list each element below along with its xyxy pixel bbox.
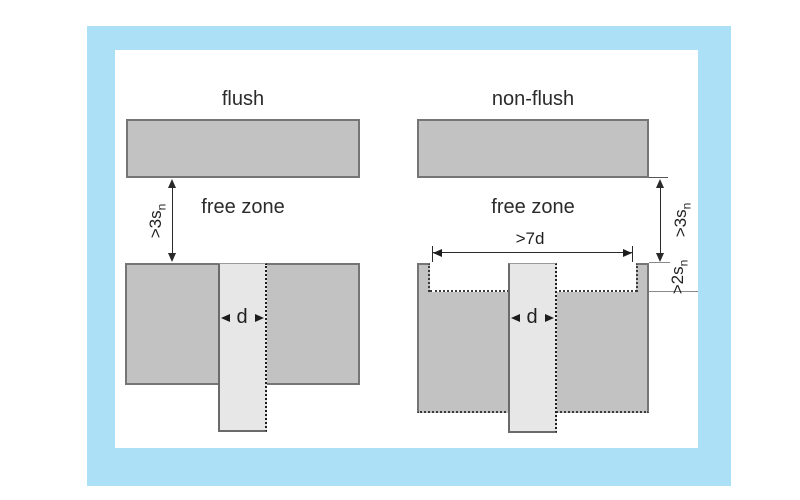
non-flush-block-right-rim bbox=[636, 263, 649, 292]
non-flush-7d-arrow-right-icon bbox=[623, 249, 632, 257]
flush-d-label: d bbox=[236, 306, 248, 328]
flush-title: flush bbox=[221, 88, 265, 110]
non-flush-sensor-probe bbox=[508, 263, 557, 433]
non-flush-recess-dim-label: >2sn bbox=[668, 242, 691, 312]
non-flush-7d-label: >7d bbox=[515, 229, 545, 248]
non-flush-gap-arrow-shaft bbox=[660, 182, 661, 260]
non-flush-target-plate bbox=[417, 119, 649, 178]
flush-target-plate bbox=[126, 119, 360, 178]
flush-free-zone-label: free zone bbox=[201, 196, 285, 218]
non-flush-d-label: d bbox=[526, 306, 538, 328]
non-flush-7d-arrow-shaft bbox=[433, 252, 632, 253]
non-flush-gap-arrow-up-icon bbox=[656, 179, 664, 188]
non-flush-gap-dim-sub: n bbox=[679, 202, 694, 210]
non-flush-d-arrow-right-icon bbox=[545, 314, 554, 322]
non-flush-plate-extension-line bbox=[649, 177, 668, 178]
non-flush-rim-top-ref-line bbox=[649, 262, 670, 263]
non-flush-7d-ext-left bbox=[432, 246, 433, 262]
non-flush-7d-arrow-left-icon bbox=[433, 249, 442, 257]
non-flush-recess-dim-prefix: >2s bbox=[668, 266, 687, 295]
non-flush-7d-ext-right bbox=[632, 246, 633, 262]
non-flush-free-zone-label: free zone bbox=[491, 196, 575, 218]
flush-gap-arrow-down-icon bbox=[168, 253, 176, 262]
flush-gap-arrow-up-icon bbox=[168, 179, 176, 188]
non-flush-title: non-flush bbox=[491, 88, 575, 110]
non-flush-block-left-rim bbox=[417, 263, 430, 292]
non-flush-gap-arrow-down-icon bbox=[656, 253, 664, 262]
flush-sensor-probe bbox=[218, 263, 267, 432]
flush-gap-arrow-shaft bbox=[172, 182, 173, 260]
flush-d-arrow-left-icon bbox=[221, 314, 230, 322]
non-flush-floor-ref-line bbox=[649, 291, 698, 292]
non-flush-recess-dim-sub: n bbox=[676, 259, 691, 267]
non-flush-gap-dim-prefix: >3s bbox=[671, 209, 690, 238]
flush-d-arrow-right-icon bbox=[255, 314, 264, 322]
non-flush-d-arrow-left-icon bbox=[511, 314, 520, 322]
